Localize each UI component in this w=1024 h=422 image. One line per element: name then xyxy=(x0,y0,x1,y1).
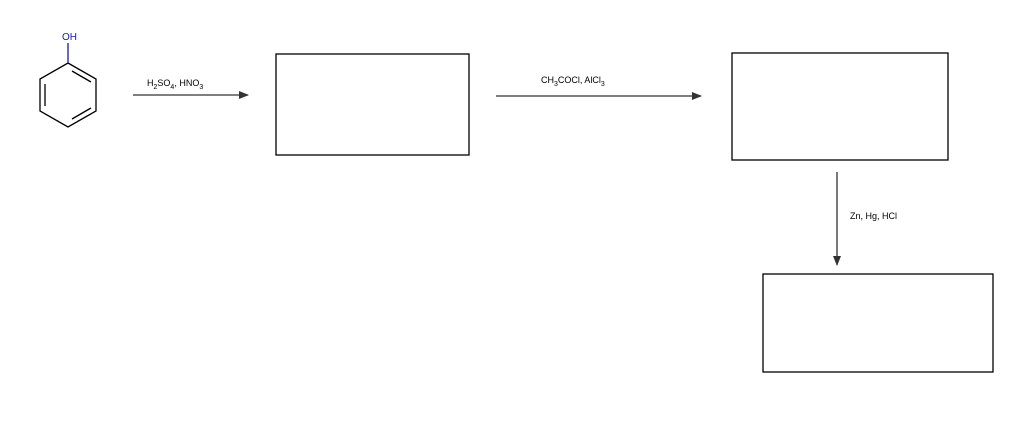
reagent-label-1: H2SO4, HNO3 xyxy=(147,78,203,91)
reagent-text: SO xyxy=(157,78,170,88)
reagent-text: CH xyxy=(541,75,554,85)
aromatic-double-bond xyxy=(71,107,92,120)
answer-box-3[interactable] xyxy=(762,273,994,373)
reagent-text: Zn, Hg, HCl xyxy=(850,211,897,221)
reagent-subscript: 3 xyxy=(601,81,605,88)
answer-box-1[interactable] xyxy=(275,53,470,156)
reagent-text: , HNO xyxy=(174,78,199,88)
reagent-subscript: 2 xyxy=(154,84,158,91)
reagent-subscript: 3 xyxy=(554,81,558,88)
reagent-label-2: CH3COCl, AlCl3 xyxy=(541,75,605,88)
answer-box-2[interactable] xyxy=(731,52,949,161)
reagent-label-3: Zn, Hg, HCl xyxy=(850,211,897,221)
reagent-subscript: 3 xyxy=(199,84,203,91)
reagent-text: H xyxy=(147,78,154,88)
phenol-structure-icon: OH xyxy=(39,32,97,128)
reagent-subscript: 4 xyxy=(170,84,174,91)
benzene-ring xyxy=(39,62,97,128)
aromatic-double-bond xyxy=(71,70,92,83)
hydroxyl-label: OH xyxy=(62,32,77,43)
reagent-text: COCl, AlCl xyxy=(558,75,601,85)
